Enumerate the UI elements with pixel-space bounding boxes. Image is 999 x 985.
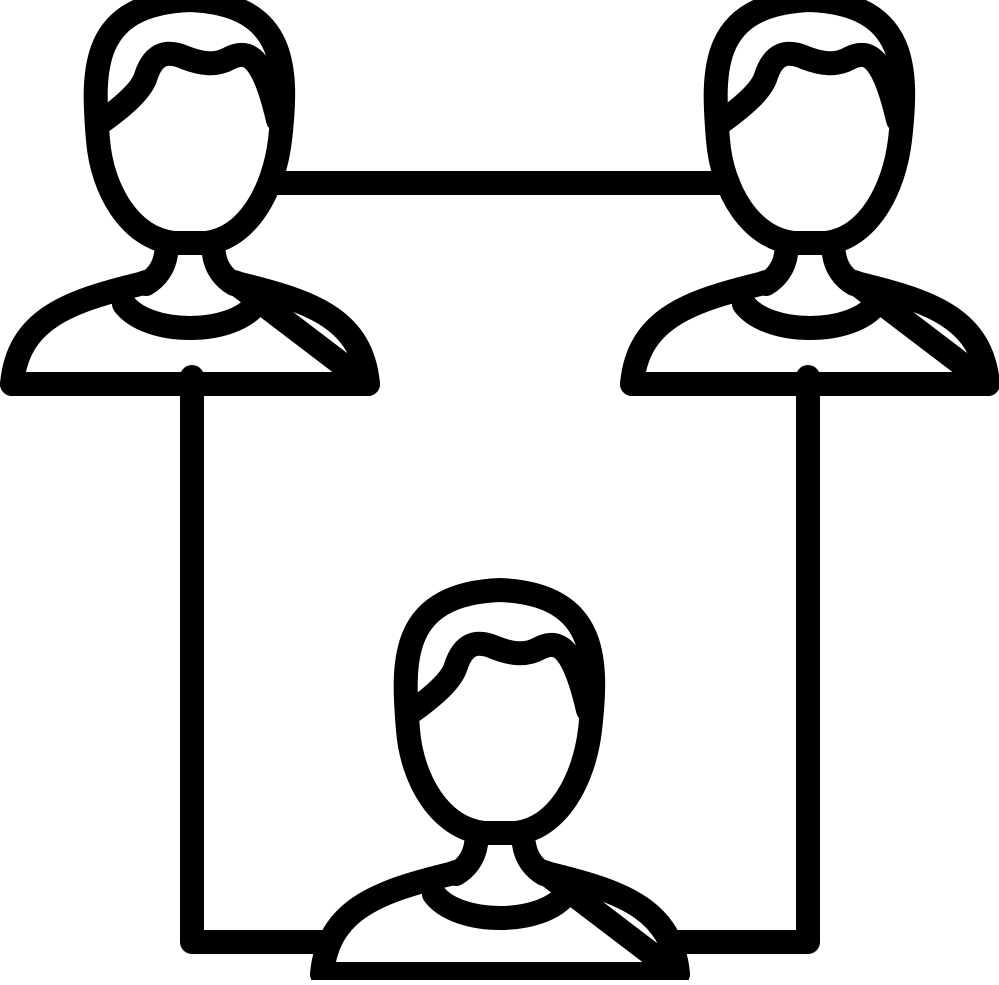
person-icon-bottom-center [322, 590, 678, 974]
connector-right [666, 365, 820, 954]
connector-lines [180, 171, 820, 954]
connector-left [180, 365, 334, 954]
